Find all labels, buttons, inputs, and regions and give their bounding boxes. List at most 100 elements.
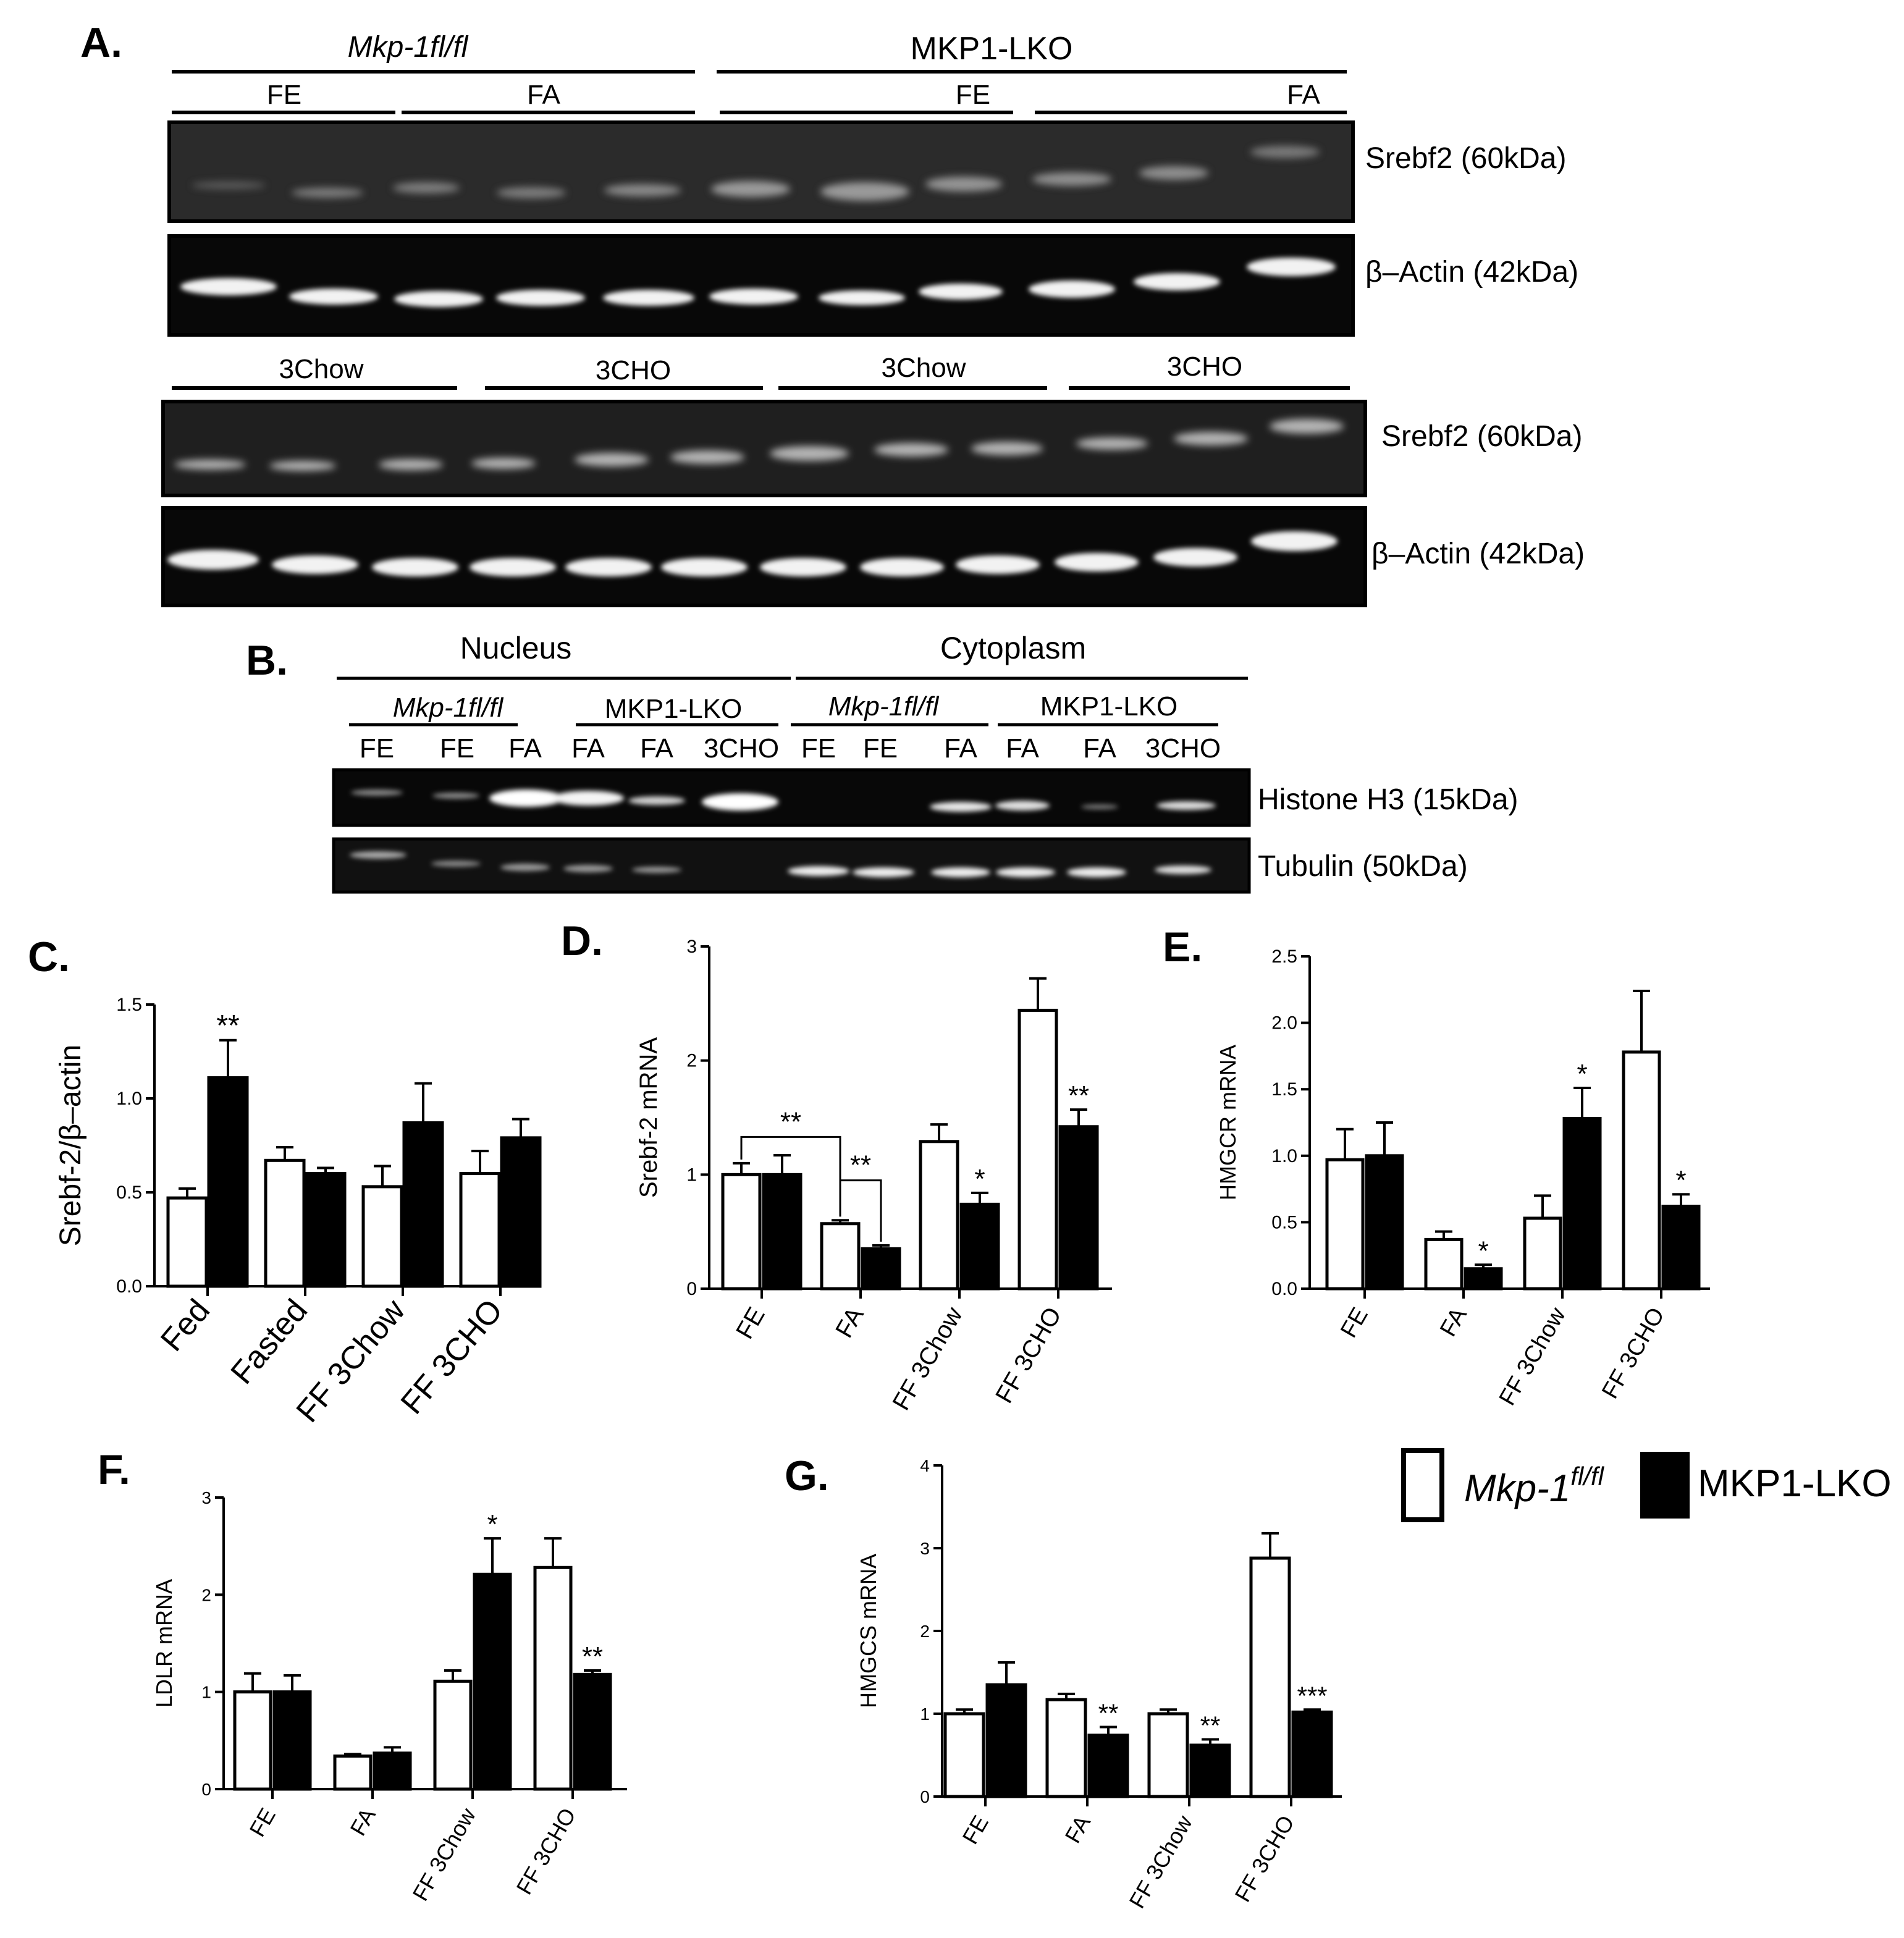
significance-marker: * bbox=[1478, 1236, 1488, 1266]
significance-marker: ** bbox=[582, 1641, 603, 1672]
bar-lko bbox=[1661, 1205, 1701, 1291]
bar-lko bbox=[985, 1683, 1027, 1798]
panel-a-header-lines bbox=[172, 70, 1350, 390]
bar-lko bbox=[1087, 1734, 1129, 1798]
y-tick-label: 1.5 bbox=[116, 995, 142, 1015]
fraction-label: Cytoplasm bbox=[940, 631, 1086, 665]
legend-label-floxed: Mkp-1fl/fl bbox=[1464, 1462, 1605, 1510]
lane-label: FE bbox=[801, 733, 836, 764]
lane-label: FE bbox=[440, 733, 474, 764]
y-tick-label: 0.5 bbox=[1271, 1212, 1297, 1232]
blot-srebf2-bottom bbox=[161, 400, 1367, 497]
x-tick-label: FA bbox=[830, 1302, 869, 1342]
significance-marker: ** bbox=[216, 1009, 239, 1042]
blot-srebf2-top bbox=[167, 120, 1355, 223]
x-tick-label: FA bbox=[1435, 1303, 1472, 1341]
y-tick-label: 2.5 bbox=[1271, 946, 1297, 967]
bar-lko bbox=[500, 1136, 542, 1288]
blot-label: β–Actin (42kDa) bbox=[1371, 537, 1585, 570]
blot-label: β–Actin (42kDa) bbox=[1365, 256, 1578, 289]
lane-label: FA bbox=[1083, 733, 1116, 764]
x-tick-label: FF 3CHO bbox=[394, 1292, 510, 1421]
bar-floxed bbox=[264, 1158, 306, 1288]
panel-f-letter: F. bbox=[98, 1446, 130, 1493]
y-tick-label: 0.5 bbox=[116, 1182, 142, 1203]
x-tick-label: FE bbox=[731, 1303, 770, 1344]
fraction-label: Nucleus bbox=[460, 631, 572, 665]
bar-lko bbox=[1291, 1710, 1333, 1798]
blot-label: Srebf2 (60kDa) bbox=[1365, 142, 1566, 175]
significance-marker: ** bbox=[1098, 1698, 1119, 1727]
x-tick-label: FF 3CHO bbox=[511, 1804, 581, 1899]
panel-a-subgroup-label: FE bbox=[956, 80, 990, 110]
bar-floxed bbox=[333, 1755, 373, 1791]
genotype-label: Mkp-1fl/fl bbox=[393, 693, 504, 723]
lane-label: 3CHO bbox=[704, 733, 779, 764]
significance-marker: ** bbox=[1068, 1081, 1089, 1111]
y-tick-label: 0 bbox=[686, 1279, 697, 1299]
panel-e-letter: E. bbox=[1163, 924, 1202, 971]
y-tick-label: 0.0 bbox=[116, 1276, 142, 1297]
y-tick-label: 0 bbox=[920, 1787, 930, 1806]
bar-floxed bbox=[1017, 1008, 1058, 1291]
bar-lko bbox=[573, 1672, 612, 1791]
x-tick-label: FE bbox=[957, 1811, 993, 1848]
significance-marker: * bbox=[1675, 1165, 1686, 1195]
bar-floxed bbox=[1523, 1216, 1562, 1291]
x-tick-label: FA bbox=[1059, 1811, 1095, 1848]
lane-label: FA bbox=[1006, 733, 1039, 764]
x-tick-label: FF 3Chow bbox=[887, 1302, 967, 1415]
comparison-bracket bbox=[740, 1135, 841, 1217]
panel-a-subgroup-label: FE bbox=[267, 80, 301, 110]
comparison-bracket bbox=[839, 1179, 882, 1242]
blot-label: Histone H3 (15kDa) bbox=[1258, 783, 1519, 816]
x-tick-label: FF 3Chow bbox=[407, 1803, 481, 1905]
y-tick-label: 3 bbox=[686, 937, 697, 957]
blot-label: Tubulin (50kDa) bbox=[1258, 850, 1468, 883]
bar-lko bbox=[1365, 1154, 1404, 1291]
bar-floxed bbox=[1325, 1158, 1365, 1291]
panel-a: A. Mkp-1fl/fl MKP1-LKO FE FA FE FA bbox=[80, 19, 1585, 607]
bar-floxed bbox=[433, 1679, 473, 1791]
panel-b: B. Nucleus Cytoplasm Mkp-1fl/fl MKP1-LKO… bbox=[246, 631, 1519, 894]
bar-lko bbox=[762, 1173, 802, 1291]
y-tick-label: 2 bbox=[201, 1585, 211, 1604]
bar-lko bbox=[861, 1247, 901, 1291]
legend: Mkp-1fl/fl MKP1-LKO bbox=[1401, 1448, 1892, 1522]
x-tick-label: FF 3Chow bbox=[1494, 1303, 1571, 1410]
bar-floxed bbox=[919, 1140, 959, 1291]
y-tick-label: 1 bbox=[920, 1704, 930, 1724]
bar-lko bbox=[1562, 1117, 1602, 1291]
bar-floxed bbox=[1249, 1556, 1291, 1798]
y-tick-label: 1.0 bbox=[1271, 1146, 1297, 1166]
genotype-label: MKP1-LKO bbox=[1040, 691, 1178, 722]
bar-floxed bbox=[1147, 1712, 1189, 1798]
y-tick-label: 2.0 bbox=[1271, 1013, 1297, 1034]
significance-marker: * bbox=[487, 1509, 497, 1540]
legend-swatch-black bbox=[1640, 1452, 1690, 1519]
bar-floxed bbox=[721, 1173, 762, 1291]
lane-label: FE bbox=[863, 733, 898, 764]
genotype-label: MKP1-LKO bbox=[605, 694, 743, 724]
y-tick-label: 1 bbox=[201, 1683, 211, 1702]
lane-label: FA bbox=[944, 733, 977, 764]
y-tick-label: 0.0 bbox=[1271, 1279, 1297, 1299]
bar-floxed bbox=[1045, 1698, 1087, 1798]
bar-floxed bbox=[361, 1185, 403, 1288]
legend-swatch-white bbox=[1401, 1448, 1444, 1522]
y-tick-label: 2 bbox=[686, 1051, 697, 1071]
panel-a-group-label: MKP1-LKO bbox=[911, 31, 1073, 67]
panel-g-letter: G. bbox=[785, 1452, 829, 1499]
panel-a-subgroup-label: 3CHO bbox=[1167, 352, 1242, 382]
legend-label-lko: MKP1-LKO bbox=[1698, 1462, 1892, 1505]
blot-label: Srebf2 (60kDa) bbox=[1381, 420, 1582, 453]
genotype-label: Mkp-1fl/fl bbox=[828, 691, 940, 722]
lane-label: FA bbox=[508, 733, 542, 764]
panel-b-header-lines bbox=[337, 676, 1248, 727]
y-tick-label: 1.0 bbox=[116, 1089, 142, 1109]
y-axis-label: HMGCS mRNA bbox=[856, 1554, 881, 1708]
